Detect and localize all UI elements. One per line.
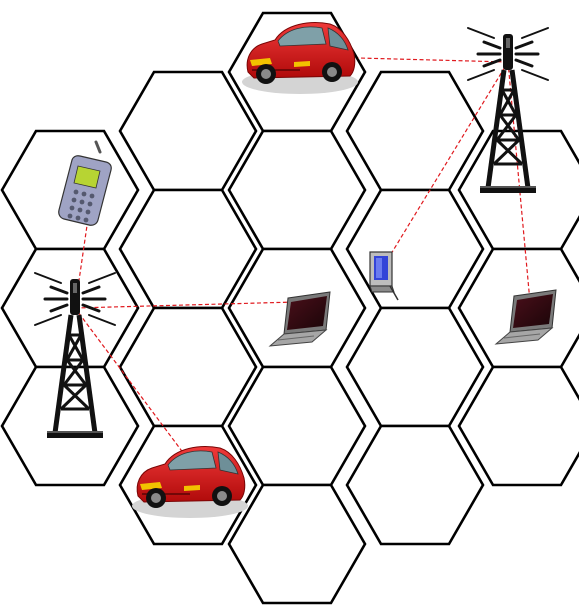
link-tower-left-to-laptop-center [74, 301, 297, 309]
hex-cell-11 [227, 483, 367, 605]
link-tower-right-to-laptop-right [507, 61, 531, 303]
hex-cell-5 [118, 306, 258, 428]
hex-cell-10 [227, 365, 367, 487]
wireless-links [74, 57, 531, 463]
hex-cell-8 [227, 129, 367, 251]
hex-cell-18 [457, 365, 579, 487]
hex-cell-2 [0, 365, 140, 487]
link-tower-right-to-pda [379, 61, 509, 273]
hex-cell-13 [345, 188, 485, 310]
link-tower-right-to-car-top [357, 57, 509, 63]
hex-cell-14 [345, 306, 485, 428]
hex-cell-3 [118, 70, 258, 192]
hex-cell-15 [345, 424, 485, 546]
hex-cell-12 [345, 70, 485, 192]
hex-cell-4 [118, 188, 258, 310]
